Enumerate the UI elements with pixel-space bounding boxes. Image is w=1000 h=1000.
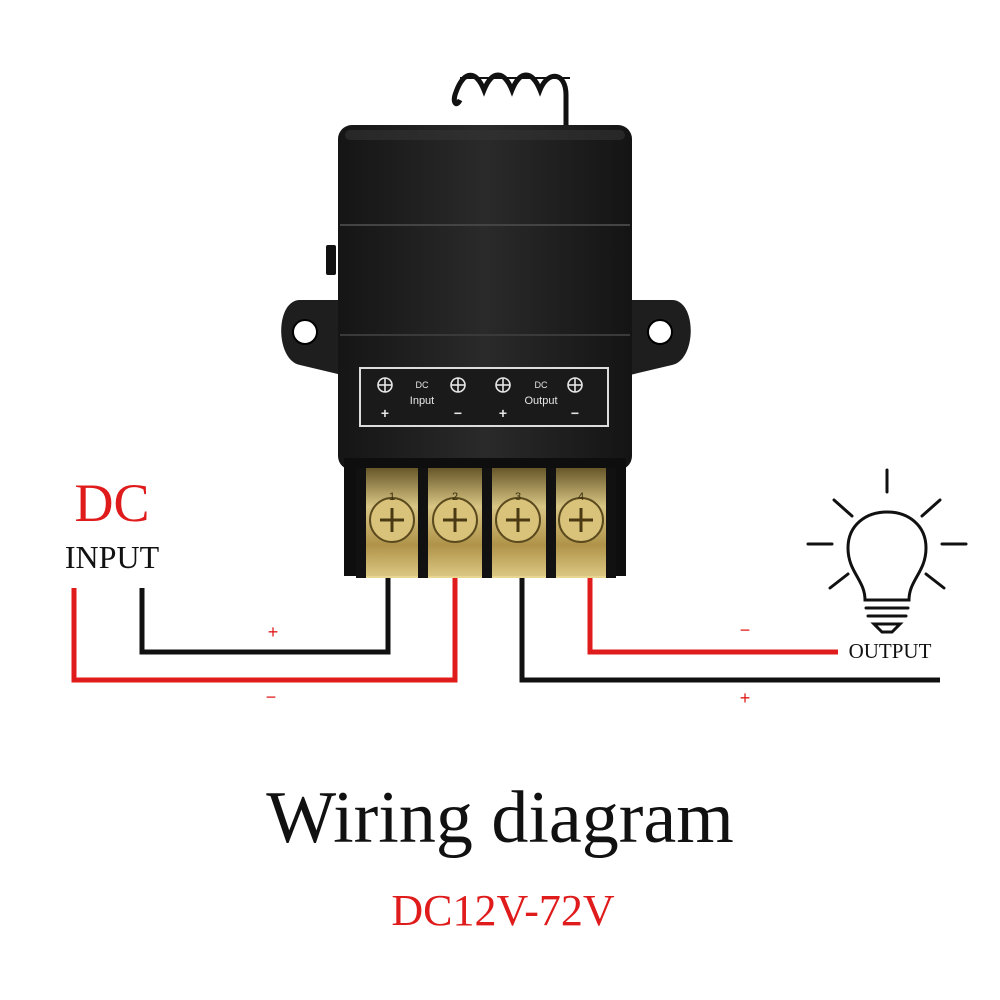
- panel-sign-3: +: [499, 405, 507, 421]
- terminal-number-2: 2: [452, 491, 458, 503]
- output-positive-wire: [519, 578, 940, 683]
- panel-sign-2: −: [454, 405, 462, 421]
- antenna-icon: [451, 72, 570, 135]
- light-bulb-icon: [806, 468, 968, 634]
- output-label: OUTPUT: [849, 639, 932, 663]
- panel-output-dc: DC: [535, 380, 548, 390]
- panel-input-label: Input: [410, 395, 434, 407]
- output-negative-wire: [587, 578, 838, 655]
- output-negative-sign: −: [740, 620, 751, 640]
- panel-sign-1: +: [381, 405, 389, 421]
- diagram-title: Wiring diagram: [266, 777, 734, 859]
- input-negative-sign: −: [266, 687, 277, 707]
- panel-sign-4: −: [571, 405, 579, 421]
- output-positive-sign: +: [740, 688, 751, 708]
- terminal-number-1: 1: [389, 491, 395, 503]
- terminal-number-3: 3: [515, 491, 521, 503]
- panel-output-label: Output: [524, 395, 557, 407]
- relay-module-icon: DC Input DC Output + − + − 1: [281, 72, 691, 578]
- input-negative-wire: [71, 578, 458, 683]
- input-positive-wire: [139, 578, 391, 655]
- panel-input-dc: DC: [416, 380, 429, 390]
- terminal-number-4: 4: [578, 491, 584, 503]
- input-positive-sign: +: [268, 622, 279, 642]
- dc-input-label-dc: DC: [74, 473, 149, 533]
- voltage-range: DC12V-72V: [391, 886, 615, 935]
- dc-input-label-input: INPUT: [65, 539, 160, 575]
